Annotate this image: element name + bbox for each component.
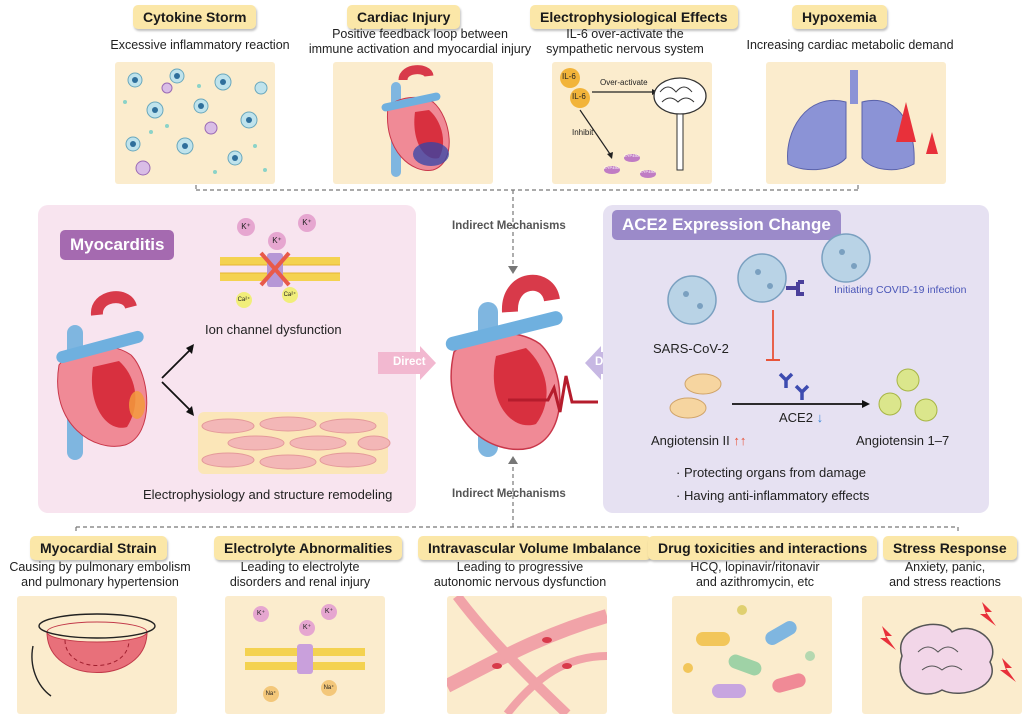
cardiac-injury-tile — [333, 62, 493, 184]
pills-illustration — [683, 605, 815, 698]
angiotensin-ii-text: Angiotensin II — [651, 433, 730, 448]
ace2-pathway — [669, 310, 938, 422]
il6-label-a: IL-6 — [562, 72, 576, 81]
brain-illustration — [880, 602, 1016, 695]
stress-desc-line1: Anxiety, panic, — [904, 560, 986, 574]
intravascular-volume-tag: Intravascular Volume Imbalance — [418, 536, 651, 560]
angiotensin-1-7-label: Angiotensin 1–7 — [856, 433, 950, 448]
cytokine-storm-tag: Cytokine Storm — [133, 5, 257, 29]
ion-channel-dysfunction-label: Ion channel dysfunction — [205, 322, 342, 337]
myocarditis-branch-arrows — [161, 344, 194, 416]
k-ion-b1: K⁺ — [253, 606, 269, 622]
remodeling-label: Electrophysiology and structure remodeli… — [143, 487, 393, 502]
blood-vessels-illustration — [447, 596, 607, 714]
electrophysiological-tile: IL-6 IL-6 Over-activate Inhibit CYP450 C… — [552, 62, 712, 184]
electrolyte-desc-line1: Leading to electrolyte — [240, 560, 360, 574]
k-ion-3: K⁺ — [268, 232, 286, 250]
direct-label-left: Direct — [393, 356, 426, 368]
drug-toxicities-tag: Drug toxicities and interactions — [648, 536, 878, 560]
bullet-protecting-organs: · Protecting organs from damage — [676, 465, 867, 480]
indirect-mechanisms-bottom: Indirect Mechanisms — [452, 488, 566, 500]
sars-cov-2-illustration — [667, 233, 871, 325]
electrophysiological-desc-line2: sympathetic nervous system — [546, 42, 704, 56]
drug-desc: HCQ, lopinavir/ritonavir and azithromyci… — [650, 560, 860, 590]
volume-tile — [447, 596, 607, 714]
k-ion-2: K⁺ — [298, 214, 316, 232]
stress-desc: Anxiety, panic, and stress reactions — [870, 560, 1020, 590]
k-ion-b2: K⁺ — [321, 604, 337, 620]
drug-desc-line1: HCQ, lopinavir/ritonavir — [690, 560, 820, 574]
ion-channel-membrane — [220, 251, 340, 287]
cyp450-label-3: CYP450 — [640, 169, 655, 174]
myocardial-strain-tag: Myocardial Strain — [30, 536, 167, 560]
inhibit-label: Inhibit — [572, 128, 594, 137]
myocardial-strain-desc: Causing by pulmonary embolism and pulmon… — [0, 560, 200, 590]
initiating-covid-label: Initiating COVID-19 infection — [834, 284, 967, 296]
stress-tile — [862, 596, 1022, 714]
central-heart-illustration — [445, 274, 598, 457]
electrolyte-membrane-illustration — [245, 644, 365, 674]
ca-ion-2: Ca²⁺ — [282, 287, 298, 303]
electrolyte-tile: K⁺ K⁺ K⁺ Na⁺ Na⁺ — [225, 596, 385, 714]
remodeling-tissue-illustration — [198, 412, 391, 474]
stress-response-tag: Stress Response — [883, 536, 1017, 560]
k-ion-b3: K⁺ — [299, 620, 315, 636]
myocarditis-title: Myocarditis — [60, 230, 175, 260]
ace2-label: ACE2 ↓ — [779, 410, 823, 425]
myocardial-strain-tile — [17, 596, 177, 714]
electrophysiological-effects-tag: Electrophysiological Effects — [530, 5, 738, 29]
electrolyte-desc: Leading to electrolyte disorders and ren… — [205, 560, 395, 590]
cyp450-label-1: CYP450 — [624, 153, 639, 158]
cardiac-injury-desc-line2: immune activation and myocardial injury — [308, 42, 532, 56]
myocarditis-heart-illustration — [56, 291, 148, 460]
bullet-anti-inflammatory: · Having anti-inflammatory effects — [676, 488, 870, 503]
il6-label-b: IL-6 — [572, 92, 586, 101]
over-activate-label: Over-activate — [600, 78, 648, 87]
indirect-mechanisms-top: Indirect Mechanisms — [452, 220, 566, 232]
cyp450-label-2: CYP450 — [604, 165, 619, 170]
hypoxemia-desc: Increasing cardiac metabolic demand — [746, 38, 954, 52]
cardiac-injury-desc: Positive feedback loop between immune ac… — [295, 27, 545, 57]
angiotensin-ii-label: Angiotensin II ↑↑ — [651, 433, 746, 448]
k-ion-1: K⁺ — [237, 218, 255, 236]
ace2-text: ACE2 — [779, 410, 813, 425]
na-ion-2: Na⁺ — [321, 680, 337, 696]
drug-tile — [672, 596, 832, 714]
ace2-title: ACE2 Expression Change — [612, 210, 841, 240]
ace2-panel — [603, 205, 989, 513]
cardiac-injury-desc-line1: Positive feedback loop between — [332, 27, 508, 41]
cardiac-injury-tag: Cardiac Injury — [347, 5, 461, 29]
sars-cov-2-label: SARS-CoV-2 — [653, 341, 729, 356]
hypoxemia-tag: Hypoxemia — [792, 5, 887, 29]
ace2-decrease-arrow: ↓ — [816, 410, 824, 425]
strain-chamber-illustration — [31, 613, 156, 697]
cytokine-cells-illustration — [123, 68, 268, 176]
electrophysiological-desc: IL-6 over-activate the sympathetic nervo… — [520, 27, 730, 57]
na-ion-1: Na⁺ — [263, 686, 279, 702]
hypoxemia-tile — [766, 62, 946, 184]
volume-desc-line1: Leading to progressive — [456, 560, 584, 574]
stress-desc-line2: and stress reactions — [889, 575, 1001, 589]
cytokine-tile — [115, 62, 275, 184]
volume-desc-line2: autonomic nervous dysfunction — [433, 575, 607, 589]
lungs-illustration — [787, 70, 938, 171]
il6-nervous-illustration — [560, 68, 707, 178]
myocardial-strain-desc-line1: Causing by pulmonary embolism — [9, 560, 191, 574]
ca-ion-1: Ca²⁺ — [236, 292, 252, 308]
direct-arrow-left — [378, 346, 436, 380]
electrolyte-abnormalities-tag: Electrolyte Abnormalities — [214, 536, 403, 560]
volume-desc: Leading to progressive autonomic nervous… — [420, 560, 620, 590]
cytokine-storm-desc: Excessive inflammatory reaction — [110, 38, 290, 52]
myocardial-strain-desc-line2: and pulmonary hypertension — [21, 575, 179, 589]
drug-desc-line2: and azithromycin, etc — [695, 575, 815, 589]
angiotensin-ii-increase-arrows: ↑↑ — [733, 433, 747, 448]
electrophysiological-desc-line1: IL-6 over-activate the — [566, 27, 684, 41]
heart-injury-illustration — [381, 65, 450, 177]
electrolyte-desc-line2: disorders and renal injury — [229, 575, 371, 589]
